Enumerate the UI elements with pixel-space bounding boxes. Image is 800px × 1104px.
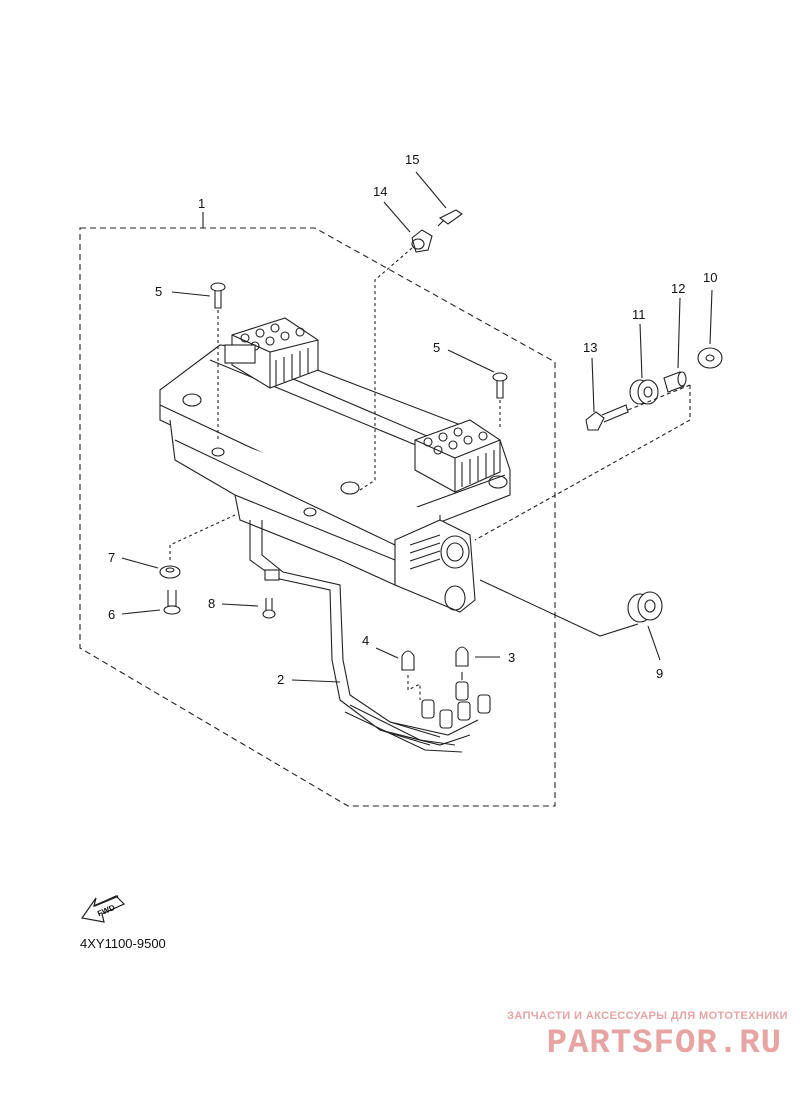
wire-harness <box>249 520 479 753</box>
callout-2: 2 <box>277 672 284 687</box>
screw-8 <box>262 598 276 619</box>
meter-housing <box>159 317 511 613</box>
watermark-logo: PARTSFOR.RU <box>547 1025 782 1063</box>
bulb-socket-14 <box>359 229 433 491</box>
fwd-arrow-icon: FWD <box>80 895 126 923</box>
callout-labels: 1 2 3 4 5 5 6 7 8 9 10 11 12 13 14 15 <box>108 152 717 687</box>
callout-12: 12 <box>671 281 685 296</box>
bulb-15 <box>437 209 463 227</box>
callout-4: 4 <box>362 633 369 648</box>
grommet-11 <box>629 379 659 405</box>
screw-5-left <box>210 282 226 440</box>
callout-15: 15 <box>405 152 419 167</box>
washer-10 <box>697 347 723 369</box>
callout-11: 11 <box>632 307 646 322</box>
callout-5-left: 5 <box>155 284 162 299</box>
callout-3: 3 <box>508 650 515 665</box>
leader-lines <box>121 171 713 683</box>
callout-8: 8 <box>208 596 215 611</box>
watermark-tagline: ЗАПЧАСТИ И АКСЕССУАРЫ ДЛЯ МОТОТЕХНИКИ <box>507 1010 788 1022</box>
assembly-boundary <box>79 227 556 807</box>
bulb-4 <box>401 650 415 671</box>
callout-10: 10 <box>703 270 717 285</box>
callout-14: 14 <box>373 184 387 199</box>
bulb-3 <box>455 646 469 667</box>
callout-5-right: 5 <box>433 340 440 355</box>
grommet-9 <box>479 579 663 637</box>
bolt-13 <box>474 384 691 541</box>
screw-5-right <box>492 372 508 430</box>
grommet-7 <box>159 514 236 579</box>
callout-1: 1 <box>198 196 205 211</box>
callout-9: 9 <box>656 666 663 681</box>
callout-13: 13 <box>583 340 597 355</box>
callout-7: 7 <box>108 550 115 565</box>
bolt-6 <box>163 590 181 615</box>
diagram-code: 4XY1100-9500 <box>80 936 166 951</box>
callout-6: 6 <box>108 607 115 622</box>
collar-12 <box>663 371 687 393</box>
connectors <box>421 681 491 729</box>
